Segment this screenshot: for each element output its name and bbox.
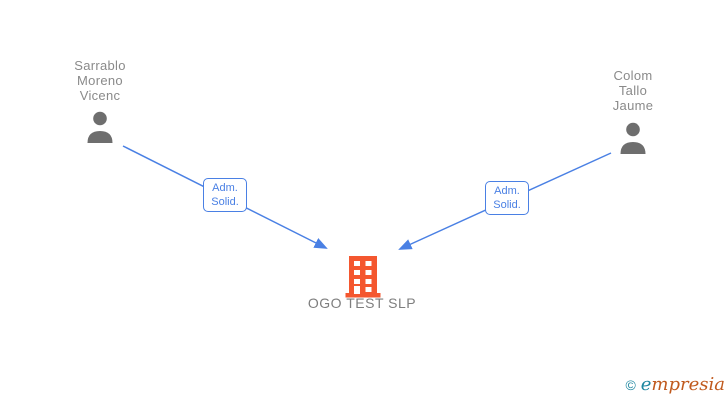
brand-logo[interactable]: © empresia: [625, 373, 725, 397]
person-icon: [620, 122, 646, 154]
person-name: Sarrablo Moreno Vicenc: [74, 58, 126, 103]
building-icon: [345, 256, 381, 298]
person-icon: [87, 111, 113, 143]
copyright-icon: ©: [625, 377, 636, 393]
brand-name: empresia: [640, 374, 725, 395]
company-name: OGO TEST SLP: [307, 295, 417, 311]
edge-label: Adm. Solid.: [485, 181, 529, 215]
edge-label: Adm. Solid.: [203, 178, 247, 212]
person-name: Colom Tallo Jaume: [612, 68, 654, 113]
